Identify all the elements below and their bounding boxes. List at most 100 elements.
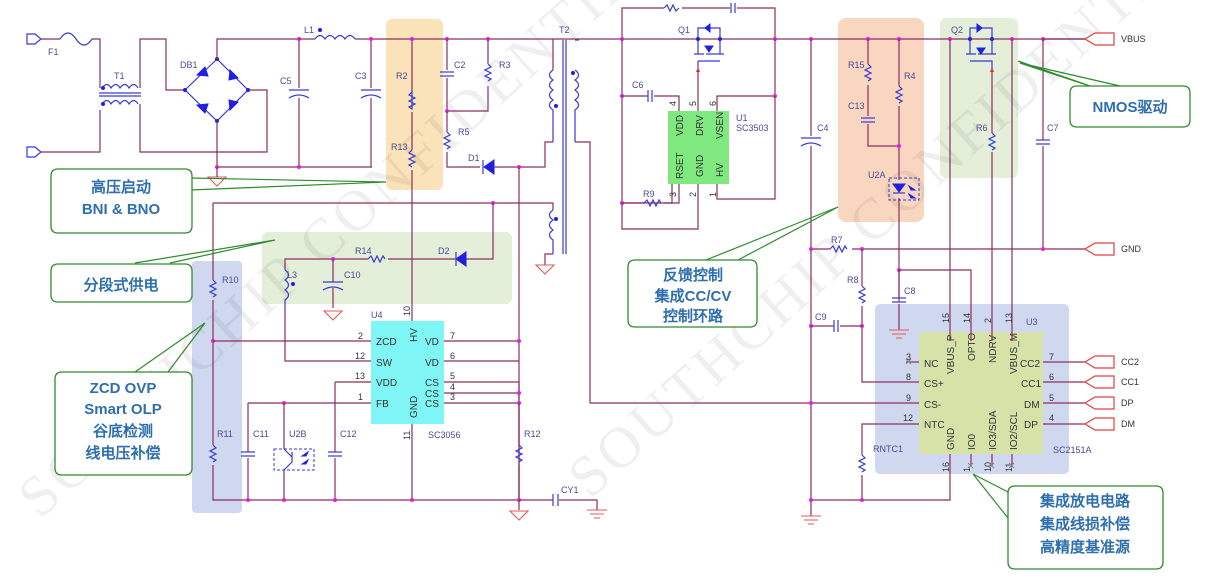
component-symbol (892, 183, 906, 193)
region-nmos (940, 18, 1018, 178)
wire (621, 7, 776, 39)
component-symbol (360, 94, 382, 99)
label: R12 (524, 429, 541, 439)
label: 10 (402, 306, 412, 316)
component-symbol (101, 86, 105, 90)
component-symbol (987, 132, 997, 151)
callout-shape (1017, 60, 1121, 87)
label: R3 (499, 60, 511, 70)
label: T2 (559, 25, 570, 35)
label: 1 (708, 192, 718, 197)
label: 7 (1049, 352, 1054, 362)
label: Smart OLP (84, 401, 162, 418)
label: DRV (695, 115, 706, 136)
component-symbol (554, 104, 558, 108)
wire (621, 184, 699, 230)
label: GND (695, 155, 706, 177)
wire (716, 39, 776, 111)
label: R6 (976, 123, 988, 133)
label: NC (924, 359, 938, 370)
label: C3 (355, 71, 367, 81)
component-symbol (976, 22, 983, 34)
wire (92, 38, 101, 88)
wire (990, 68, 994, 72)
label: D2 (438, 246, 450, 256)
label: CS (425, 389, 439, 400)
wire (919, 332, 1043, 454)
component-symbol (407, 149, 417, 168)
label: GND (946, 428, 957, 450)
earth-ground-symbol (889, 329, 909, 339)
wire (888, 177, 920, 201)
junction-dot (1041, 247, 1045, 251)
component-symbol (857, 285, 867, 304)
label: 3 (668, 192, 678, 197)
wire (811, 423, 951, 501)
callout-shape (54, 371, 193, 476)
label: C9 (815, 312, 827, 322)
ic-u3: U3 SC2151A VBUS_P OPTO NDRV VBUS_M 15 14… (903, 313, 1092, 472)
ground-symbol (508, 510, 530, 521)
label: GND (409, 396, 420, 418)
label: CC1 (1021, 379, 1041, 390)
component-symbol (314, 34, 356, 41)
junction-dot (282, 498, 286, 502)
wire (1043, 361, 1085, 425)
label: 控制环路 (663, 307, 724, 325)
wire (284, 258, 456, 270)
label: C12 (340, 429, 357, 439)
wire (861, 249, 875, 383)
component-symbol (246, 88, 250, 92)
wire (371, 321, 444, 424)
label: 线电压补偿 (85, 444, 160, 462)
component-symbol (548, 209, 555, 254)
component-symbol (968, 37, 972, 41)
label: C7 (1047, 123, 1059, 133)
label: 4 (668, 101, 678, 106)
optocoupler-u2a (888, 177, 920, 201)
label: DM (1121, 419, 1135, 429)
label: GND (1121, 244, 1142, 254)
label: HV (715, 163, 726, 177)
junction-dot (897, 144, 901, 148)
cc2-port (1083, 355, 1115, 369)
component-symbol (407, 90, 417, 111)
junction-dot (410, 37, 414, 41)
junction-dot (809, 247, 813, 251)
label: 15 (941, 313, 951, 323)
wire (494, 141, 553, 168)
callout-u3-features: 集成放电电路 集成线损补偿 高精度基准源 (972, 473, 1164, 570)
wire (212, 203, 519, 501)
label: VD (425, 337, 439, 348)
label: IO0 (967, 433, 978, 450)
label: CY1 (561, 485, 579, 495)
label: VBUS_M (1009, 333, 1020, 374)
junction-dot (410, 498, 414, 502)
label: SW (376, 358, 393, 369)
label: VDD (376, 378, 397, 389)
component-symbol (863, 63, 873, 82)
label: R15 (848, 60, 865, 70)
callout-zcd: ZCD OVP Smart OLP 谷底检测 线电压补偿 (54, 322, 206, 476)
label: 5 (450, 371, 455, 381)
dm-port (1083, 417, 1115, 431)
label: SC2151A (1053, 445, 1092, 455)
label: R4 (904, 71, 916, 81)
label: NDRV (988, 335, 999, 363)
wire (696, 68, 700, 72)
component-symbol (894, 85, 904, 104)
label: U3 (1026, 317, 1038, 327)
junction-dot (517, 391, 521, 395)
label: NTC (924, 420, 945, 431)
wire (967, 462, 1015, 469)
component-symbol (228, 68, 239, 81)
label: NMOS驱动 (1092, 98, 1167, 116)
label: 6 (1049, 372, 1054, 382)
fuse-f1 (59, 32, 93, 46)
label: VSEN (715, 112, 726, 139)
label: U4 (371, 310, 383, 320)
callout-hv-start: 高压启动 BNI & BNO (50, 168, 387, 234)
wire (898, 269, 972, 341)
label: C11 (253, 429, 269, 439)
vbus-port (1083, 32, 1115, 46)
